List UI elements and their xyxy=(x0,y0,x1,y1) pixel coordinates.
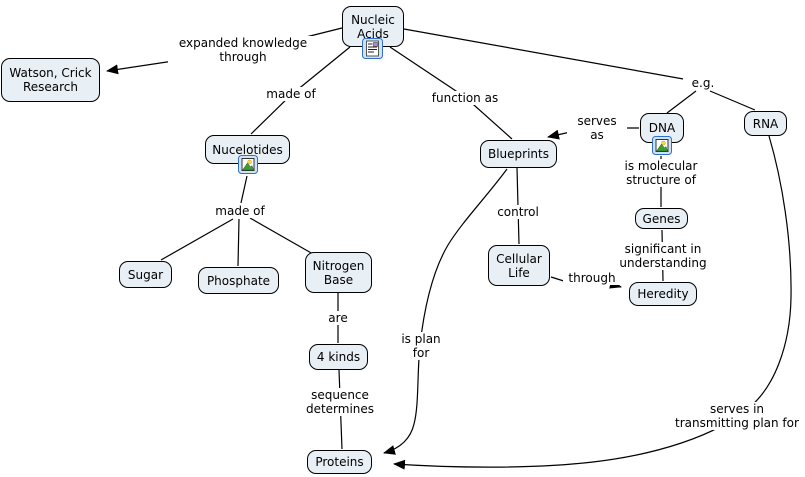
node-nitrogen-base[interactable]: Nitrogen Base xyxy=(305,252,372,293)
node-phosphate[interactable]: Phosphate xyxy=(198,267,279,294)
node-heredity[interactable]: Heredity xyxy=(629,282,697,306)
link-label-function-as[interactable]: function as xyxy=(425,91,505,105)
edge-eg-to-rna xyxy=(709,90,756,111)
node-rna[interactable]: RNA xyxy=(744,111,787,136)
link-label-expanded-knowledge-through[interactable]: expanded knowledge through xyxy=(168,36,318,64)
edge-madeof-to-nitrogenbase xyxy=(249,217,314,255)
link-label-serves-as[interactable]: serves as xyxy=(567,114,627,142)
link-label-significant-in-understanding[interactable]: significant in understanding xyxy=(602,242,724,270)
node-watson-crick-research[interactable]: Watson, Crick Research xyxy=(1,58,100,102)
link-label-is-molecular-structure-of[interactable]: is molecular structure of xyxy=(611,159,711,187)
link-label-control[interactable]: control xyxy=(488,205,548,219)
link-label-eg[interactable]: e.g. xyxy=(683,76,723,90)
edge-nucleicacids-to-eg xyxy=(403,28,690,81)
node-cellular-life[interactable]: Cellular Life xyxy=(488,245,550,286)
node-genes[interactable]: Genes xyxy=(635,208,688,229)
image-resource-icon[interactable] xyxy=(652,136,672,155)
link-label-are[interactable]: are xyxy=(318,311,358,325)
link-label-through[interactable]: through xyxy=(563,271,621,285)
node-sugar[interactable]: Sugar xyxy=(119,261,172,288)
edge-eg-to-dna xyxy=(666,90,697,114)
node-nucleic-acids[interactable]: Nucleic Acids xyxy=(342,6,404,47)
image-resource-icon[interactable] xyxy=(238,155,258,174)
node-blueprints[interactable]: Blueprints xyxy=(480,140,557,168)
edge-madeof-to-phosphate xyxy=(237,218,240,267)
link-label-made-of-lower[interactable]: made of xyxy=(205,204,275,218)
link-label-is-plan-for[interactable]: is plan for xyxy=(391,332,451,360)
document-resource-icon[interactable] xyxy=(362,38,383,59)
edge-madeof-to-sugar xyxy=(160,218,234,261)
edge-nucelotides-to-madeof xyxy=(240,175,248,204)
link-label-made-of-top[interactable]: made of xyxy=(256,87,326,101)
node-proteins[interactable]: Proteins xyxy=(307,450,372,474)
link-label-serves-in-transmitting-plan-for[interactable]: serves in transmitting plan for xyxy=(669,402,805,430)
link-label-sequence-determines[interactable]: sequence determines xyxy=(290,388,390,416)
node-four-kinds[interactable]: 4 kinds xyxy=(309,344,368,370)
